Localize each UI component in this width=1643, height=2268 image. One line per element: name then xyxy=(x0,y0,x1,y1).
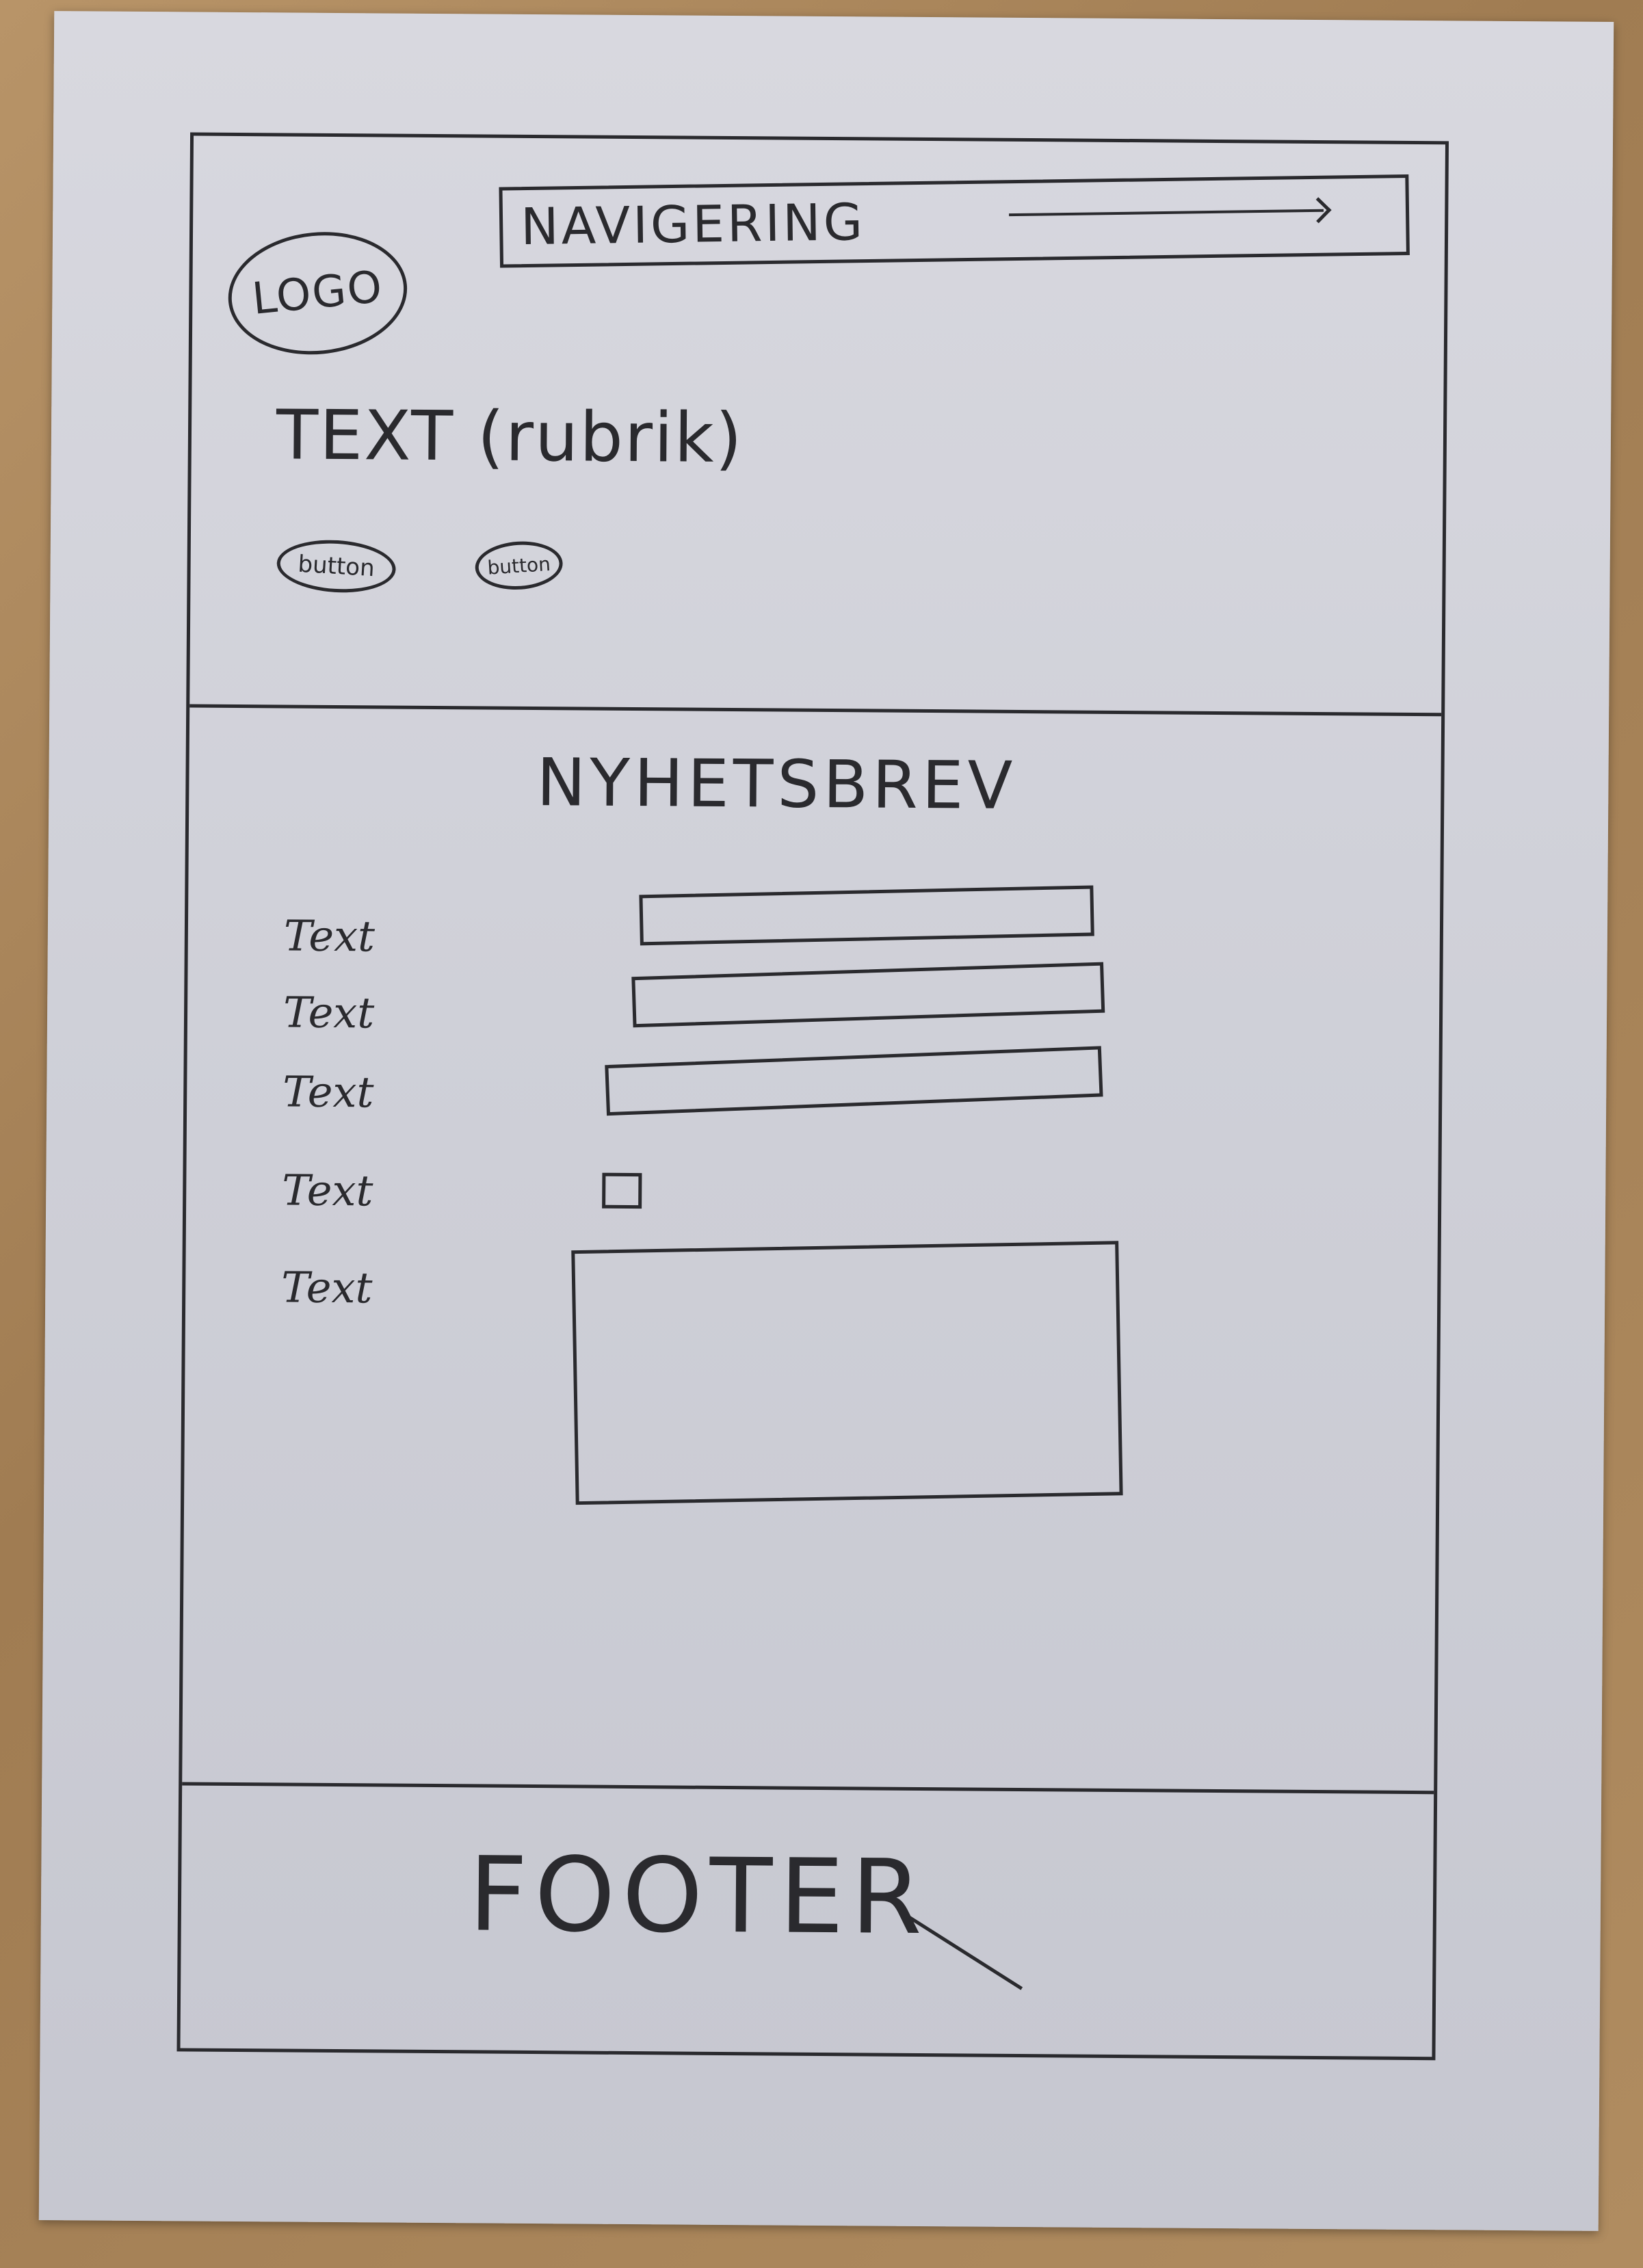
header-section: LOGO NAVIGERING TEXT (rubrik) button but… xyxy=(189,135,1445,717)
field-label-5: Text xyxy=(281,1262,373,1313)
navigation-bar[interactable]: NAVIGERING xyxy=(499,174,1410,268)
field-label-1: Text xyxy=(283,910,376,962)
newsletter-title: NYHETSBREV xyxy=(536,744,1017,824)
field-label-3: Text xyxy=(282,1066,374,1118)
footer-label: FOOTER xyxy=(468,1835,930,1958)
text-input-1[interactable] xyxy=(639,885,1094,946)
textarea[interactable] xyxy=(571,1241,1123,1505)
logo-label: LOGO xyxy=(250,261,386,325)
newsletter-section: NYHETSBREV Text Text Text Text Text xyxy=(182,707,1442,1795)
arrow-right-icon xyxy=(1009,209,1324,217)
checkbox[interactable] xyxy=(602,1172,642,1209)
hero-button-2[interactable]: button xyxy=(473,538,564,592)
text-input-2[interactable] xyxy=(631,962,1105,1028)
text-input-3[interactable] xyxy=(605,1046,1103,1116)
nav-label: NAVIGERING xyxy=(520,193,866,257)
wireframe-page: LOGO NAVIGERING TEXT (rubrik) button but… xyxy=(176,132,1449,2061)
page-title: TEXT (rubrik) xyxy=(276,395,744,479)
paper-sheet: LOGO NAVIGERING TEXT (rubrik) button but… xyxy=(38,11,1614,2231)
field-label-2: Text xyxy=(282,987,375,1038)
logo[interactable]: LOGO xyxy=(222,224,413,363)
footer-section: FOOTER xyxy=(181,1785,1434,2057)
hero-button-1[interactable]: button xyxy=(275,536,397,596)
field-label-4: Text xyxy=(282,1165,373,1216)
